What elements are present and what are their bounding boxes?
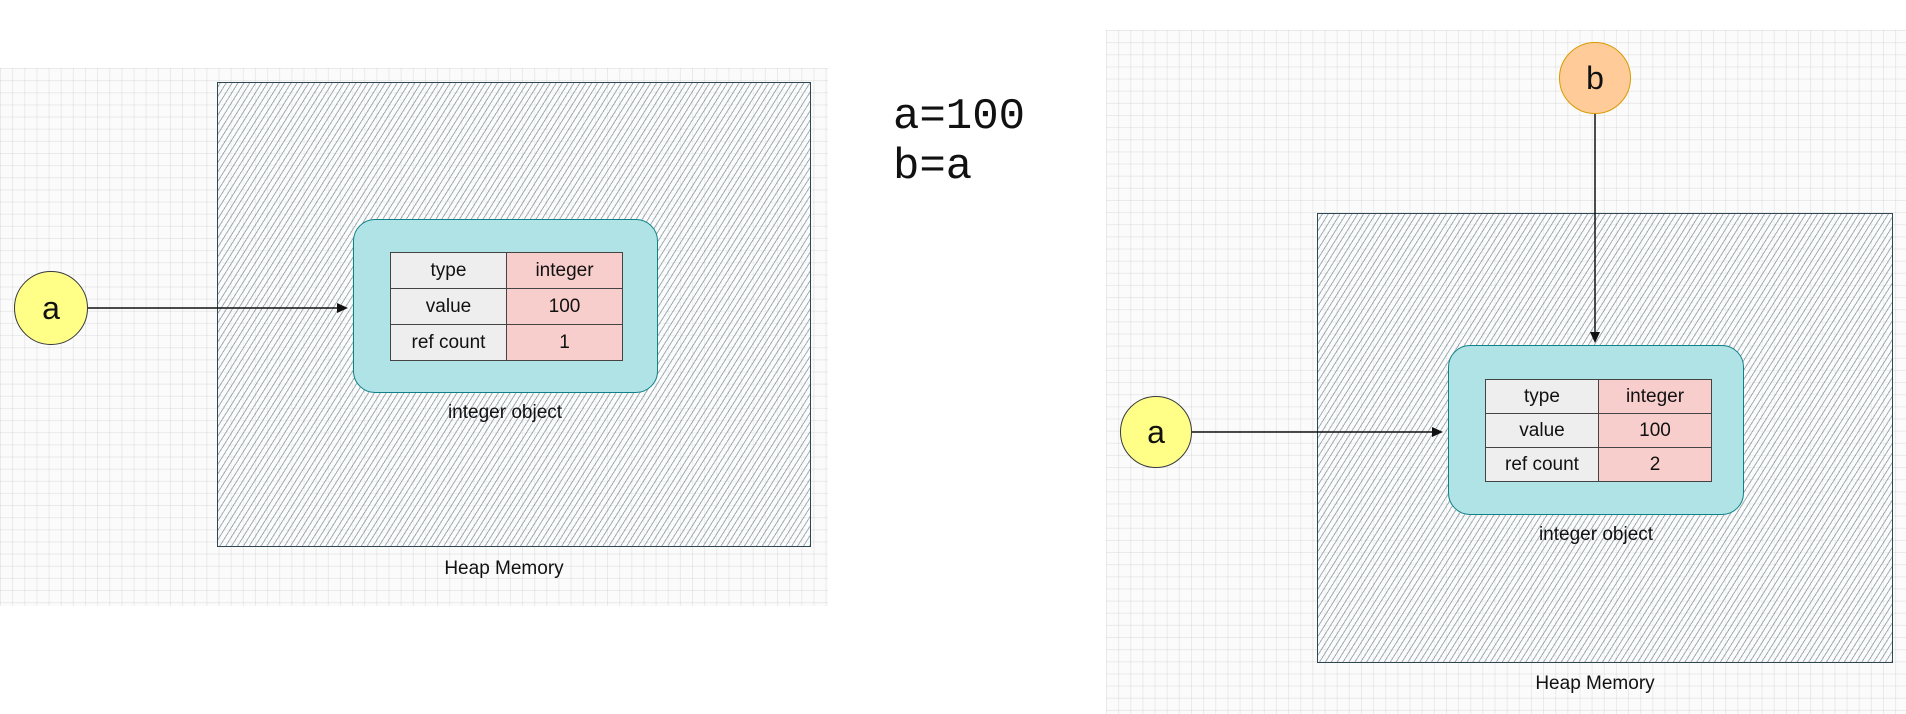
left-variable-a-node: a xyxy=(14,271,88,345)
left-object-label: integer object xyxy=(447,402,563,423)
table-value-cell: 100 xyxy=(1598,413,1712,448)
left-heap-label: Heap Memory xyxy=(444,558,564,579)
code-line: b=a xyxy=(893,142,973,192)
table-row: type integer xyxy=(390,252,623,289)
table-key-cell: ref count xyxy=(1485,447,1599,482)
right-heap-label: Heap Memory xyxy=(1535,673,1655,694)
table-row: ref count 1 xyxy=(390,324,623,361)
table-key-cell: ref count xyxy=(390,324,507,361)
code-snippet: a=100 b=a xyxy=(893,92,1025,192)
right-object-table: type integer value 100 ref count 2 xyxy=(1485,379,1712,482)
right-variable-a-node: a xyxy=(1120,396,1192,468)
left-object-table: type integer value 100 ref count 1 xyxy=(390,252,623,361)
right-object-label: integer object xyxy=(1538,524,1654,545)
table-key-cell: value xyxy=(1485,413,1599,448)
table-key-cell: type xyxy=(1485,379,1599,414)
code-line: a=100 xyxy=(893,92,1026,142)
table-value-cell: 2 xyxy=(1598,447,1712,482)
table-key-cell: type xyxy=(390,252,507,289)
right-variable-b-node: b xyxy=(1559,42,1631,114)
table-value-cell: 100 xyxy=(506,288,623,325)
table-value-cell: 1 xyxy=(506,324,623,361)
table-row: value 100 xyxy=(1485,413,1712,448)
right-heap-memory-box xyxy=(1317,213,1893,663)
left-heap-memory-box xyxy=(217,82,811,547)
table-value-cell: integer xyxy=(506,252,623,289)
table-row: type integer xyxy=(1485,379,1712,414)
table-row: ref count 2 xyxy=(1485,447,1712,482)
table-row: value 100 xyxy=(390,288,623,325)
table-value-cell: integer xyxy=(1598,379,1712,414)
table-key-cell: value xyxy=(390,288,507,325)
